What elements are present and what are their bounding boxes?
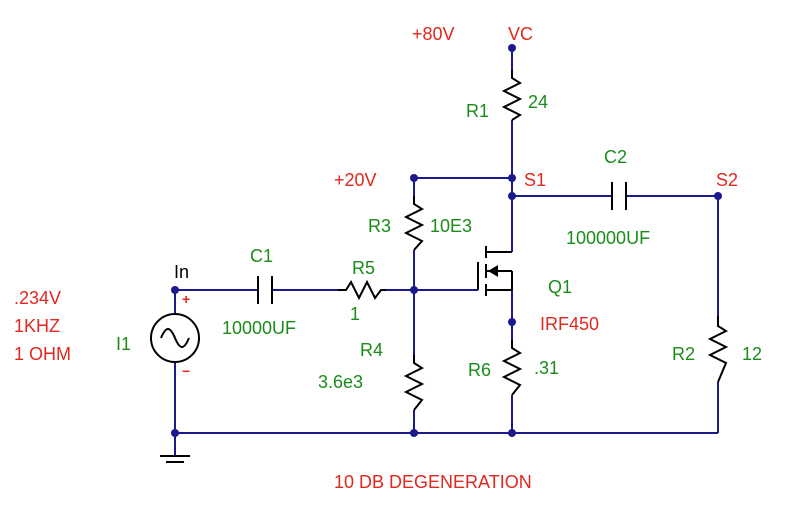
source-amplitude-label: .234V [14,288,61,308]
supply-80v-label: +80V [412,24,455,44]
junction-gate [410,286,418,294]
r5-value-label: 1 [350,304,360,324]
source-frequency-label: 1KHZ [14,316,60,336]
q1-value-label: IRF450 [540,314,599,334]
junction-s2 [714,192,722,200]
source-impedance-label: 1 OHM [14,344,71,364]
ground-icon [160,455,190,463]
resistor-r6-symbol [501,340,523,396]
r5-ref-label: R5 [352,258,375,278]
junction-in [171,286,179,294]
r3-value-label: 10E3 [430,216,472,236]
r1-value-label: 24 [528,92,548,112]
node-s2-label: S2 [716,170,738,190]
capacitor-c1-symbol [257,276,273,304]
r4-ref-label: R4 [360,340,383,360]
resistor-r1-symbol [501,70,523,121]
node-in-label: In [174,262,189,282]
junction-gnd-r6 [508,429,516,437]
resistor-r2-symbol [707,316,729,383]
r2-value-label: 12 [742,344,762,364]
junction-20v [410,174,418,182]
wires [174,48,719,456]
resistor-r5-symbol [338,279,386,301]
capacitor-c2-symbol [611,182,627,210]
c2-ref-label: C2 [604,147,627,167]
junction-source [508,318,516,326]
node-vc-label: VC [508,24,533,44]
junction-vc [508,44,516,52]
junction-gnd-left [171,429,179,437]
resistor-r4-symbol [403,355,425,411]
r6-value-label: .31 [534,358,559,378]
ac-source-i1-symbol [150,313,200,363]
mosfet-q1-symbol [477,246,513,296]
mosfet-arrow-icon [488,265,498,277]
r6-ref-label: R6 [468,360,491,380]
r4-value-label: 3.6e3 [318,372,363,392]
r2-ref-label: R2 [672,344,695,364]
node-s1-label: S1 [524,170,546,190]
junctions [171,44,722,437]
c1-ref-label: C1 [250,246,273,266]
c2-value-label: 100000UF [566,228,650,248]
junction-s1 [508,192,516,200]
r3-ref-label: R3 [368,216,391,236]
i1-ref-label: I1 [116,334,131,354]
junction-top [508,174,516,182]
source-minus-label: − [182,363,190,379]
junction-gnd-r4 [410,429,418,437]
supply-20v-label: +20V [334,170,377,190]
c1-value-label: 10000UF [222,318,296,338]
q1-ref-label: Q1 [548,277,572,297]
caption-label: 10 DB DEGENERATION [334,472,532,492]
r1-ref-label: R1 [466,101,489,121]
source-plus-label: + [182,291,190,307]
resistor-r3-symbol [403,196,425,251]
